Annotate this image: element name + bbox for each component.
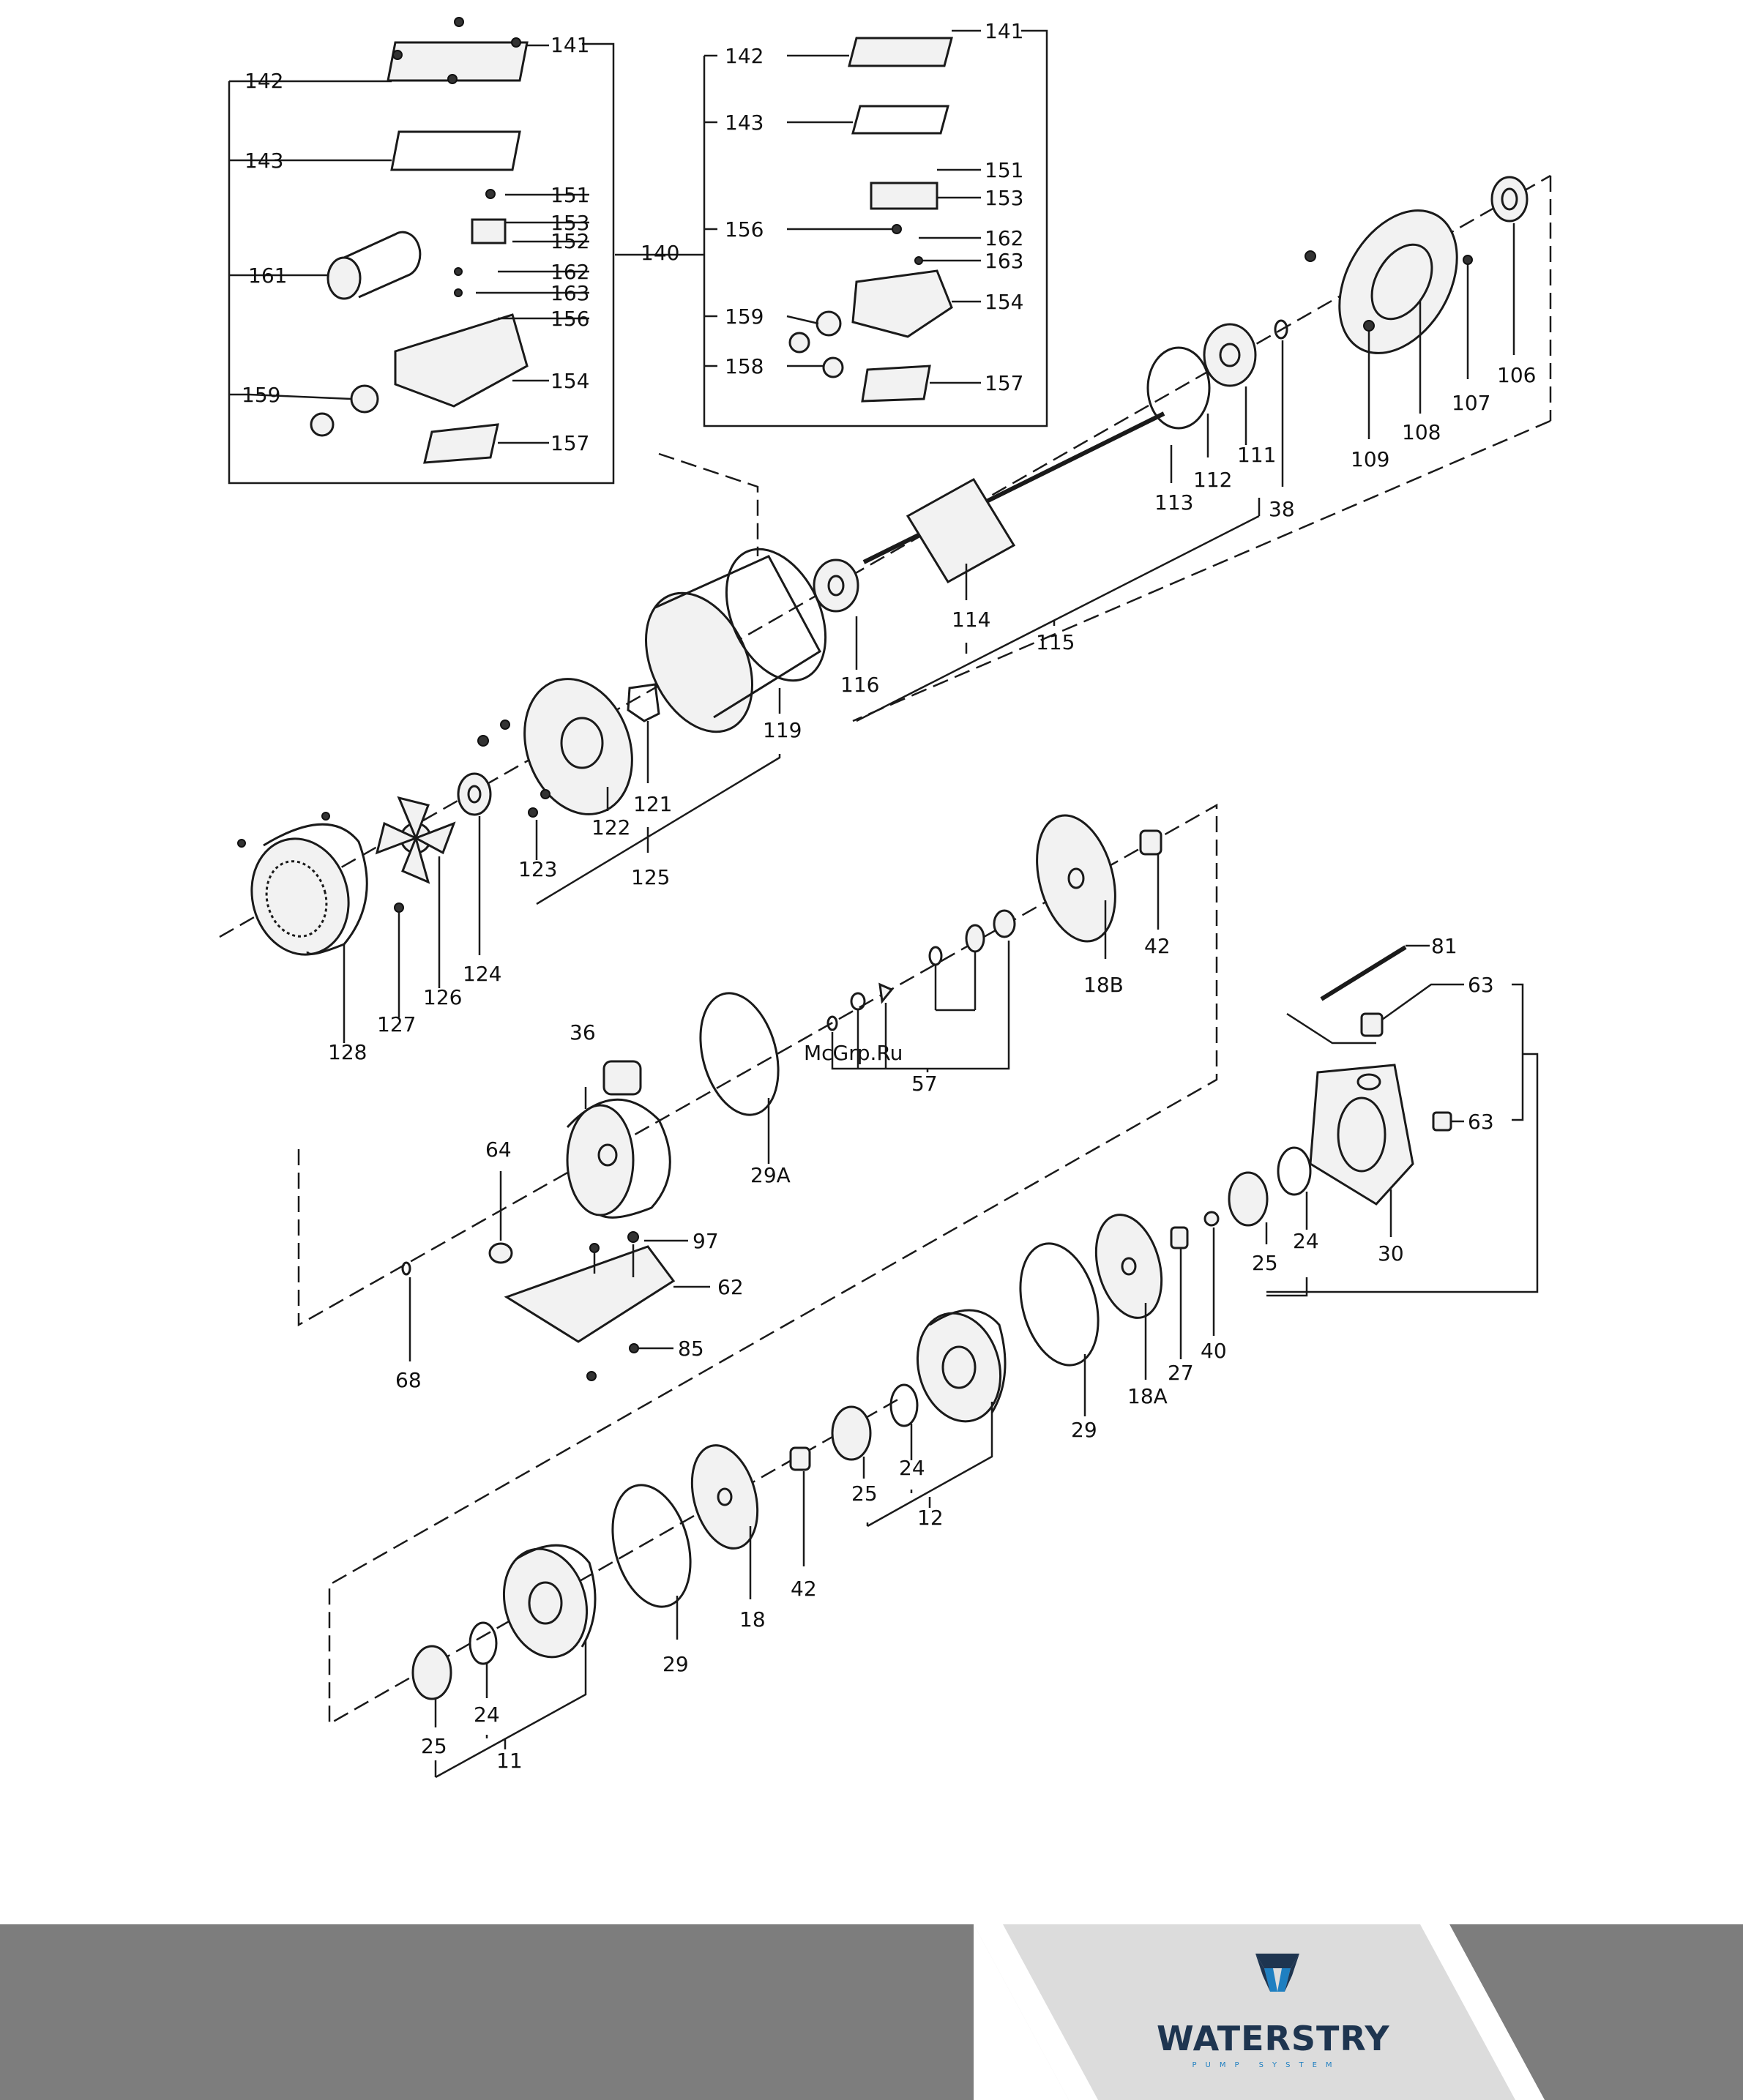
label-162b: 162 <box>985 226 1023 250</box>
label-142b: 142 <box>725 44 764 68</box>
label-153a: 153 <box>550 211 589 235</box>
label-123: 123 <box>518 857 557 881</box>
label-68: 68 <box>395 1368 422 1392</box>
pump-stages-assembly <box>411 944 1539 1779</box>
label-18A: 18A <box>1127 1384 1168 1408</box>
footer-left-panel <box>0 1924 974 2100</box>
motor-rear-assembly <box>219 174 1552 1043</box>
label-143a: 143 <box>245 149 283 173</box>
label-163a: 163 <box>550 281 589 305</box>
label-153b: 153 <box>985 186 1023 210</box>
label-126: 126 <box>423 985 462 1009</box>
label-97: 97 <box>693 1229 719 1253</box>
label-151b: 151 <box>985 158 1023 182</box>
label-42b: 42 <box>791 1577 817 1601</box>
label-38: 38 <box>1269 497 1295 521</box>
label-24a: 24 <box>1293 1229 1319 1253</box>
label-140: 140 <box>641 241 679 265</box>
label-156b: 156 <box>725 217 764 242</box>
part-labels: 141 142 143 151 153 152 140 161 162 163 … <box>242 19 1536 1773</box>
label-114: 114 <box>952 608 990 632</box>
label-157b: 157 <box>985 371 1023 395</box>
label-29a: 29 <box>1071 1418 1097 1442</box>
label-25c: 25 <box>421 1734 447 1758</box>
label-27: 27 <box>1168 1361 1194 1385</box>
footer-light-panel <box>974 1924 1545 2100</box>
label-25b: 25 <box>851 1481 878 1506</box>
footer-divider-stripe <box>974 1924 1098 2100</box>
label-85: 85 <box>678 1337 704 1361</box>
label-25a: 25 <box>1252 1251 1278 1275</box>
label-29A: 29A <box>750 1163 791 1187</box>
label-127: 127 <box>377 1012 416 1036</box>
label-121: 121 <box>633 792 672 816</box>
label-122: 122 <box>591 815 630 840</box>
label-143b: 143 <box>725 111 764 135</box>
label-81: 81 <box>1431 934 1458 958</box>
label-128: 128 <box>328 1040 367 1064</box>
label-151a: 151 <box>550 183 589 207</box>
label-12: 12 <box>917 1506 944 1530</box>
label-112: 112 <box>1193 468 1232 492</box>
label-18B: 18B <box>1083 973 1124 997</box>
label-11: 11 <box>496 1749 523 1773</box>
brand-tagline: PUMP SYSTEM <box>1192 2061 1341 2069</box>
footer-right-stripe <box>1420 1924 1545 2100</box>
brand-logo-icon <box>1255 1954 1299 1992</box>
label-63a: 63 <box>1468 973 1494 997</box>
label-113: 113 <box>1154 490 1193 515</box>
label-64: 64 <box>485 1137 512 1162</box>
label-124: 124 <box>463 962 501 986</box>
label-119: 119 <box>763 718 802 742</box>
label-30: 30 <box>1378 1241 1404 1266</box>
junction-box-left <box>228 17 615 485</box>
brand-name: WATERSTRY <box>1157 2019 1390 2058</box>
label-115: 115 <box>1036 630 1075 654</box>
label-29b: 29 <box>663 1652 689 1676</box>
label-36: 36 <box>570 1020 596 1045</box>
label-108: 108 <box>1402 420 1441 444</box>
label-42a: 42 <box>1144 934 1171 958</box>
label-158: 158 <box>725 354 764 378</box>
footer-band <box>0 1924 1743 2100</box>
footer-right-panel <box>1449 1924 1743 2100</box>
label-106: 106 <box>1497 363 1536 387</box>
label-156a: 156 <box>550 307 589 331</box>
label-107: 107 <box>1452 391 1490 415</box>
label-40: 40 <box>1201 1339 1227 1363</box>
watermark-text: McGrp.Ru <box>804 1041 903 1065</box>
label-157a: 157 <box>550 431 589 455</box>
junction-box-right <box>615 29 1048 427</box>
label-159a: 159 <box>242 383 280 407</box>
label-161: 161 <box>248 264 287 288</box>
label-141a: 141 <box>550 33 589 57</box>
label-63b: 63 <box>1468 1110 1494 1134</box>
label-116: 116 <box>840 673 879 697</box>
label-154a: 154 <box>550 369 589 393</box>
label-162a: 162 <box>550 260 589 284</box>
label-18: 18 <box>739 1607 766 1632</box>
label-57: 57 <box>911 1072 938 1096</box>
label-141b: 141 <box>985 19 1023 43</box>
label-24c: 24 <box>474 1703 500 1727</box>
label-159b: 159 <box>725 304 764 329</box>
label-163b: 163 <box>985 249 1023 273</box>
label-111: 111 <box>1237 443 1276 467</box>
label-109: 109 <box>1351 447 1389 471</box>
label-142a: 142 <box>245 69 283 93</box>
label-62: 62 <box>717 1275 744 1299</box>
fan-126 <box>375 796 456 988</box>
label-154b: 154 <box>985 290 1023 314</box>
label-24b: 24 <box>899 1456 925 1480</box>
label-125: 125 <box>631 865 670 889</box>
pump-head-assembly <box>297 803 1218 1726</box>
label-152a: 152 <box>550 229 589 253</box>
